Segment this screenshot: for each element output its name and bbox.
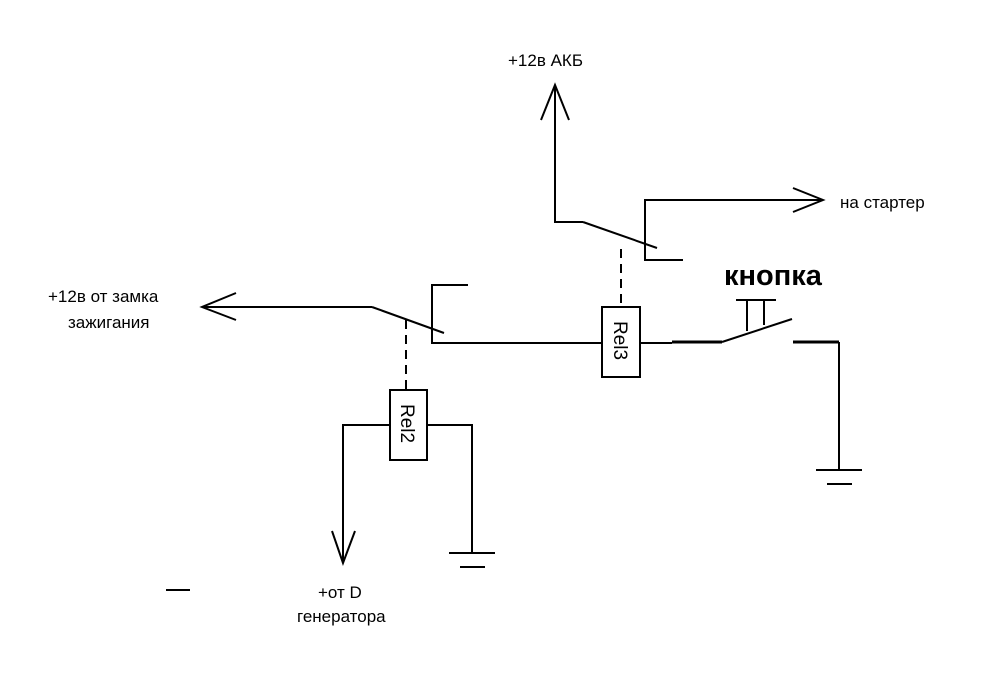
button-switch-contact (721, 318, 793, 343)
ignition-label-line2: зажигания (68, 313, 150, 332)
relay-rel3-label: Rel3 (609, 321, 630, 360)
ignition-label-line1: +12в от замка (48, 287, 159, 306)
rel2-switch-contact (371, 306, 445, 334)
starter-label: на стартер (840, 193, 925, 212)
push-button-icon (736, 299, 776, 331)
battery-wire (540, 82, 583, 223)
relay-rel3: Rel3 (601, 306, 641, 378)
rel2-to-rel3-wire (431, 284, 602, 344)
button-label: кнопка (724, 260, 823, 292)
button-ground (816, 342, 862, 485)
generator-label-line2: генератора (297, 607, 386, 626)
starter-wire (644, 187, 826, 261)
relay-rel2-label: Rel2 (396, 404, 417, 443)
generator-label-line1: +от D (318, 583, 362, 602)
ignition-wire (199, 292, 372, 321)
battery-label: +12в АКБ (508, 51, 583, 70)
generator-wire (331, 424, 390, 566)
rel2-ground (427, 424, 495, 568)
relay-rel2: Rel2 (389, 389, 428, 461)
